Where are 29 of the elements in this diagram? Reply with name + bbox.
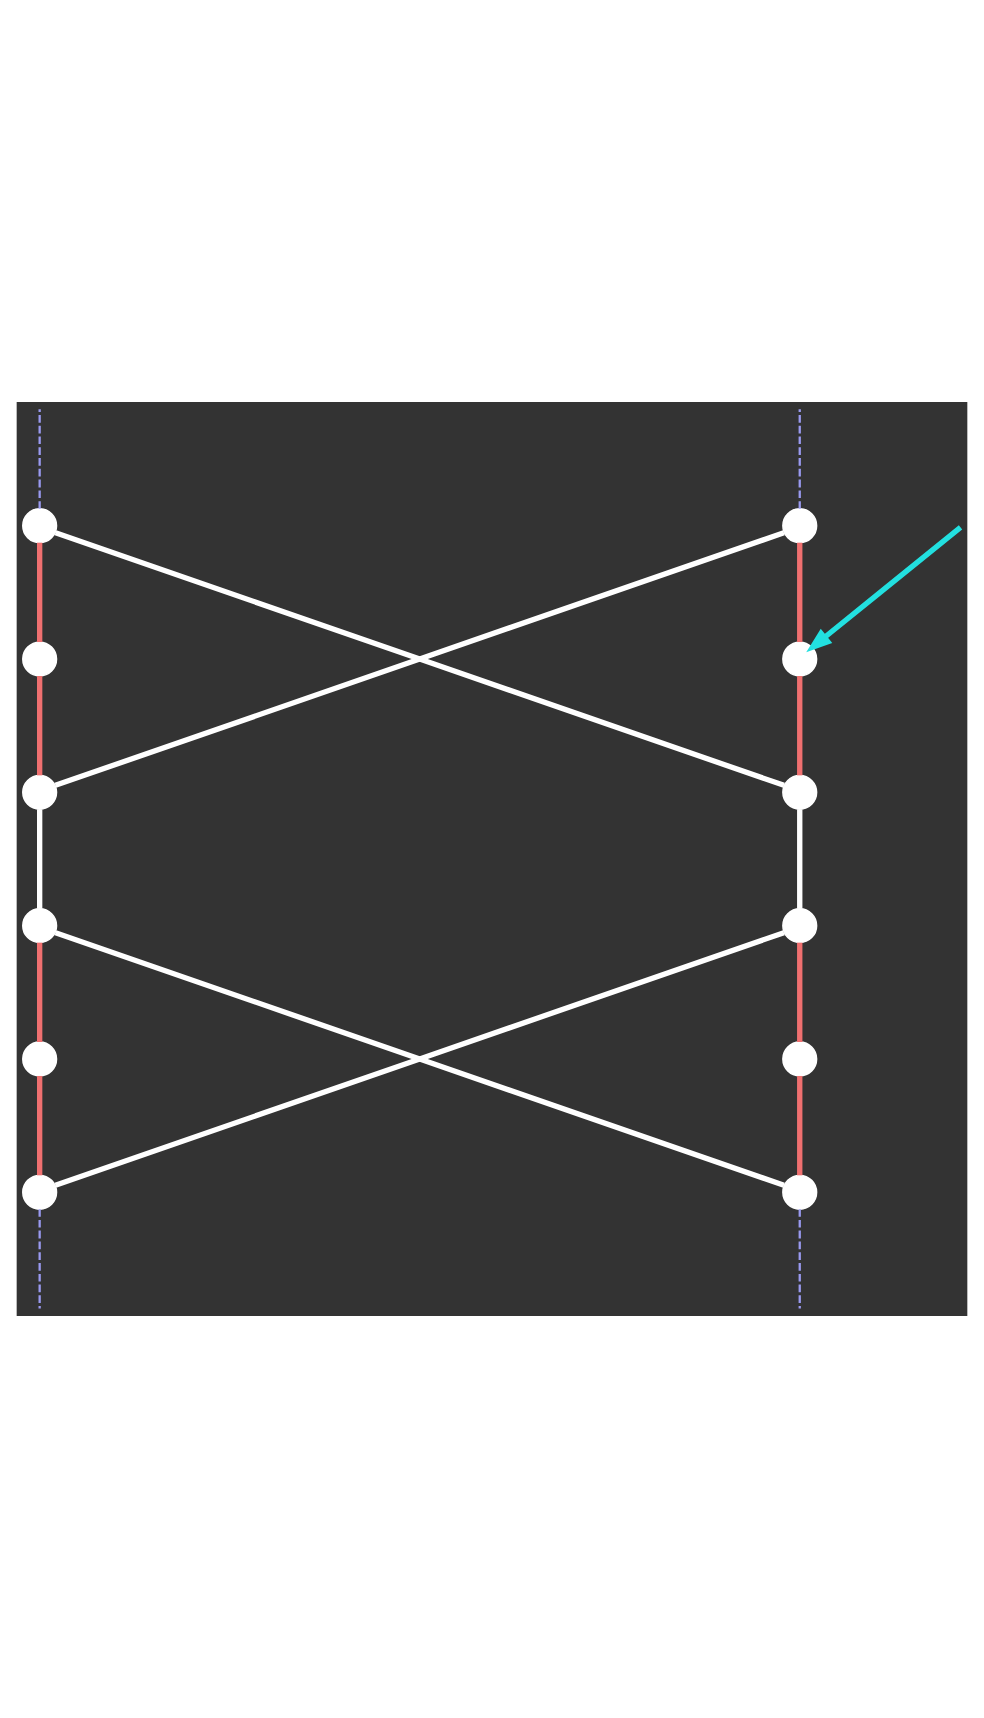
connector bbox=[38, 409, 41, 509]
connector bbox=[797, 809, 803, 909]
connector bbox=[37, 1075, 43, 1176]
connector bbox=[37, 942, 43, 1042]
node-circle bbox=[22, 908, 58, 944]
node-circle bbox=[22, 774, 58, 810]
connector bbox=[54, 530, 785, 788]
connector bbox=[37, 542, 43, 643]
node-circle bbox=[22, 508, 58, 544]
connector bbox=[37, 809, 43, 909]
node-circle bbox=[782, 641, 818, 677]
connector bbox=[37, 676, 43, 776]
node-circle bbox=[782, 774, 818, 810]
node-circle bbox=[22, 1041, 58, 1077]
node-circle bbox=[22, 641, 58, 677]
node-circle bbox=[22, 1174, 58, 1210]
connector bbox=[798, 1209, 801, 1309]
connector bbox=[54, 930, 785, 1188]
connector bbox=[797, 542, 803, 643]
node-circle bbox=[782, 1174, 818, 1210]
arrow bbox=[806, 525, 963, 653]
connector bbox=[798, 409, 801, 509]
connector bbox=[797, 676, 803, 776]
node-circle bbox=[782, 908, 818, 944]
connector bbox=[797, 1075, 803, 1176]
node-circle bbox=[782, 1041, 818, 1077]
connector bbox=[38, 1209, 41, 1309]
connector bbox=[797, 942, 803, 1042]
node-circle bbox=[782, 508, 818, 544]
